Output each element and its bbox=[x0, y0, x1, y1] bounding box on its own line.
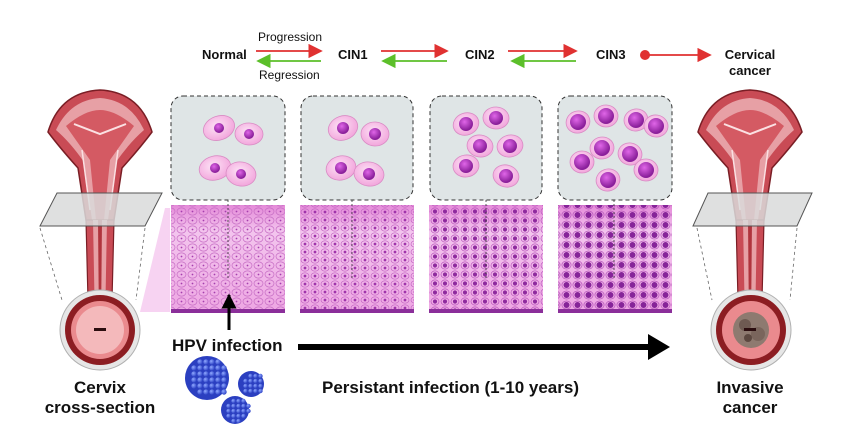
cell-nucleus bbox=[459, 117, 473, 131]
illustrated-cell bbox=[325, 155, 357, 181]
hpv-virus-particles bbox=[185, 356, 264, 424]
persistent-infection-label: Persistant infection (1-10 years) bbox=[322, 378, 579, 397]
stage-cin3-label: CIN3 bbox=[596, 47, 626, 62]
cell-nucleus bbox=[598, 108, 614, 124]
illustrated-cell bbox=[617, 142, 643, 166]
illustrated-cell bbox=[589, 136, 615, 160]
hpv-virus-particle bbox=[185, 356, 229, 400]
cell-nucleus bbox=[337, 122, 349, 134]
illustrated-cell bbox=[234, 122, 264, 146]
cell-nucleus bbox=[210, 163, 220, 173]
stage-cin1-label: CIN1 bbox=[338, 47, 368, 62]
cell-nucleus bbox=[335, 162, 347, 174]
illustrated-cell bbox=[482, 106, 510, 130]
cervix-label-line2: cross-section bbox=[44, 398, 156, 417]
hpv-virus-particle bbox=[238, 371, 264, 397]
cervical-cancer-line2: cancer bbox=[729, 63, 771, 78]
illustrated-cell bbox=[595, 168, 621, 192]
illustrated-cell bbox=[327, 115, 359, 141]
cervix-label-line1: Cervix bbox=[74, 378, 126, 397]
cell-nucleus bbox=[473, 139, 487, 153]
projection-wedge bbox=[140, 208, 170, 312]
illustrated-cell bbox=[225, 161, 257, 187]
illustrated-cell bbox=[565, 110, 591, 134]
illustrated-cell bbox=[623, 108, 649, 132]
progression-label: Progression bbox=[258, 30, 323, 44]
illustrated-cell bbox=[569, 150, 595, 174]
cervix-cross-section-label: Cervix cross-section bbox=[35, 378, 165, 418]
left-cervix-organ bbox=[39, 89, 163, 371]
illustrated-cell bbox=[643, 114, 669, 138]
cell-nucleus bbox=[648, 118, 664, 134]
hpv-virus-particle bbox=[221, 396, 251, 424]
illustrated-cell bbox=[353, 161, 385, 187]
illustrated-cell bbox=[593, 104, 619, 128]
stage-normal-label: Normal bbox=[202, 47, 247, 62]
cell-nucleus bbox=[594, 140, 610, 156]
right-cervix-organ bbox=[692, 89, 813, 371]
illustrated-cell bbox=[496, 134, 524, 158]
cell-nucleus bbox=[489, 111, 503, 125]
stage-cin2-label: CIN2 bbox=[465, 47, 495, 62]
cell-nucleus bbox=[363, 168, 375, 180]
persistent-infection-arrow-head bbox=[648, 334, 670, 360]
cell-nucleus bbox=[369, 128, 381, 140]
invasive-label-line2: cancer bbox=[722, 398, 778, 417]
regression-label: Regression bbox=[259, 68, 320, 82]
cell-nucleus bbox=[622, 146, 638, 162]
illustrated-cell bbox=[203, 115, 235, 141]
cell-nucleus bbox=[214, 123, 224, 133]
cell-nucleus bbox=[503, 139, 517, 153]
cin2-stage-column bbox=[429, 95, 543, 313]
normal-stage-column bbox=[170, 95, 286, 313]
cell-nucleus bbox=[459, 159, 473, 173]
cancer-arrow-dot bbox=[640, 50, 650, 60]
cell-nucleus bbox=[499, 169, 513, 183]
cell-nucleus bbox=[570, 114, 586, 130]
cell-nucleus bbox=[244, 129, 254, 139]
cervical-cancer-line1: Cervical bbox=[724, 47, 776, 62]
illustrated-cell bbox=[492, 164, 520, 188]
cell-nucleus bbox=[574, 154, 590, 170]
illustrated-cell bbox=[360, 121, 390, 147]
cell-nucleus bbox=[600, 172, 616, 188]
illustrated-cell bbox=[452, 154, 480, 178]
illustrated-cell bbox=[198, 155, 232, 181]
cell-nucleus bbox=[638, 162, 654, 178]
hpv-infection-label: HPV infection bbox=[172, 336, 283, 355]
invasive-label-line1: Invasive bbox=[716, 378, 784, 397]
cell-illustrations bbox=[198, 104, 669, 192]
illustrated-cell bbox=[466, 134, 494, 158]
cell-nucleus bbox=[628, 112, 644, 128]
invasive-cancer-label: Invasive cancer bbox=[695, 378, 805, 418]
cell-nucleus bbox=[236, 169, 246, 179]
illustrated-cell bbox=[633, 158, 659, 182]
cervical-cancer-label: Cervical cancer bbox=[720, 47, 780, 79]
illustrated-cell bbox=[452, 112, 480, 136]
